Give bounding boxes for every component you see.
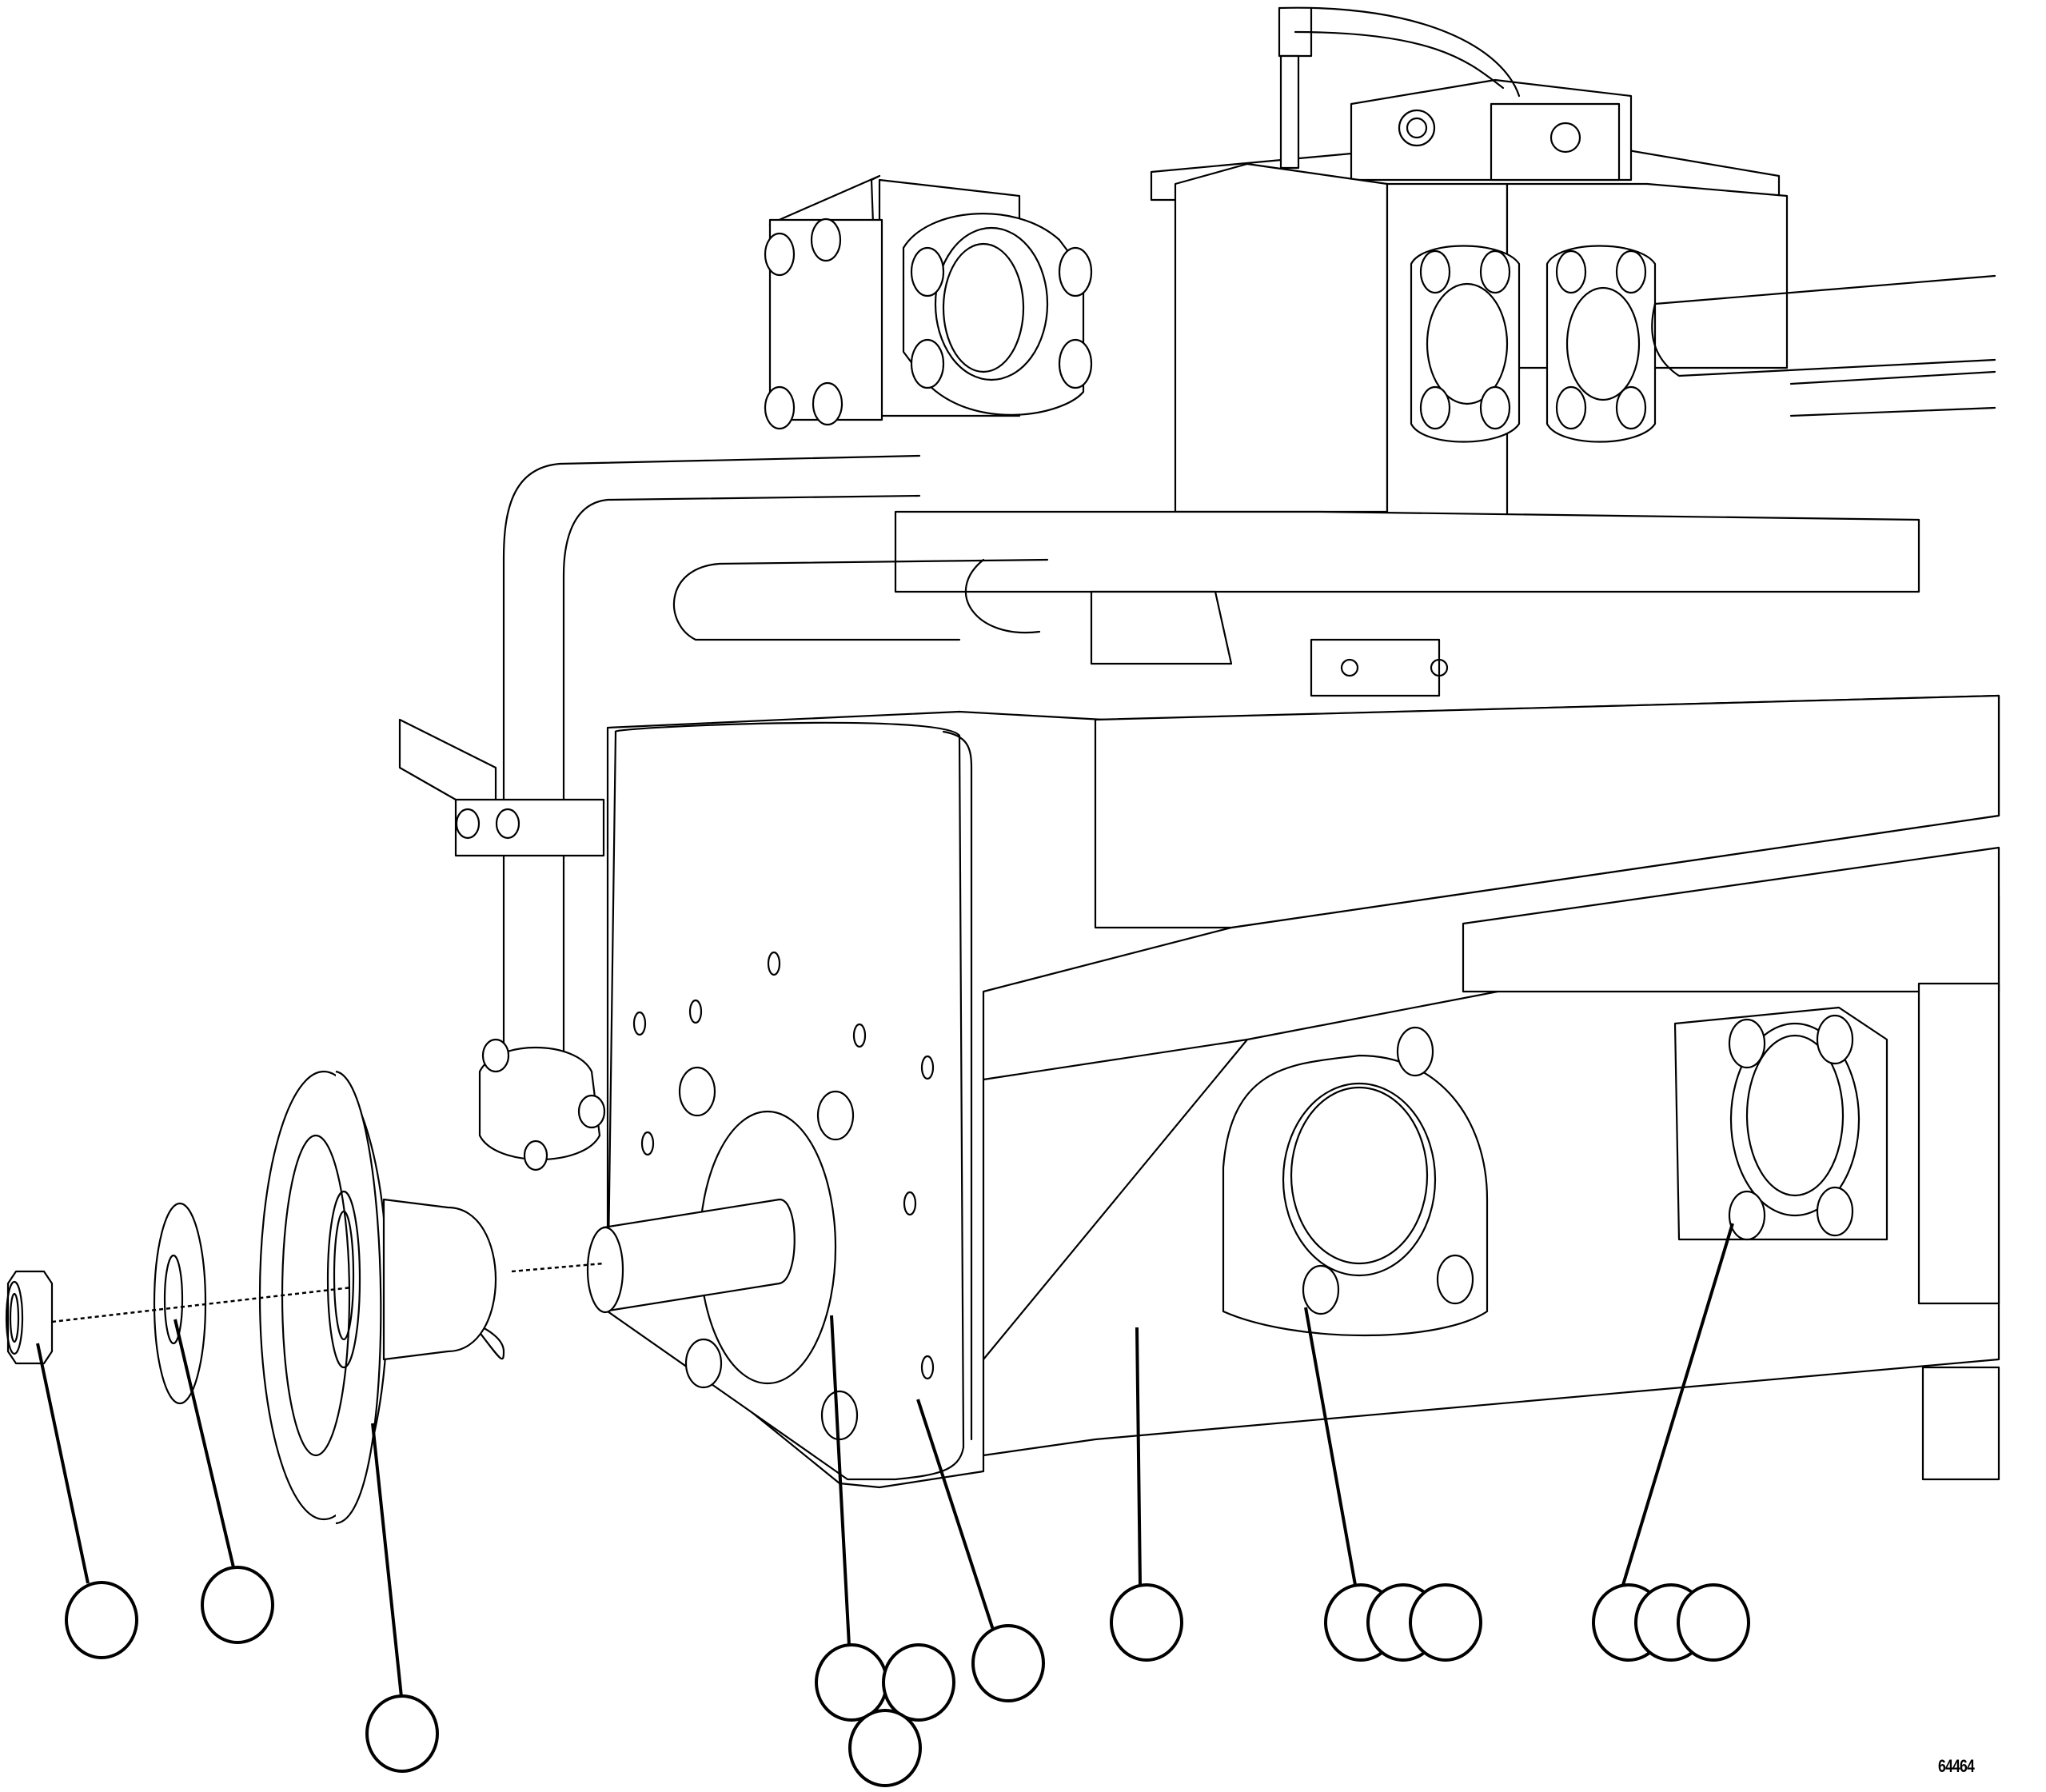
leader-line-c12 [1621,1223,1734,1586]
callout-bubbles [65,1566,1750,1787]
plate-bolts [678,1066,859,1441]
lower-port-flanges [1222,982,2000,1481]
leader-line-c3 [371,1423,403,1698]
callout-bubble-c4 [815,1643,888,1722]
plate-holes [632,951,935,1380]
leader-lines [36,1223,1734,1698]
callout-bubble-c6 [848,1709,922,1787]
flange-pair-center [1410,245,1657,443]
leader-line-c8 [1135,1327,1142,1586]
exploded-hub [258,1070,505,1525]
callout-bubble-c14 [1677,1583,1750,1662]
exploded-washer [153,1202,207,1405]
callout-bubble-c3 [365,1694,439,1773]
leader-line-c2 [173,1319,235,1568]
leader-line-c1 [36,1343,90,1584]
leader-line-c7 [916,1399,995,1630]
leader-line-c4 [830,1315,851,1646]
bolt-group-left-flange [764,218,1093,430]
exploded-nut [5,1270,54,1365]
assembly-centerline [51,1262,604,1323]
callout-bubble-c8 [1110,1583,1183,1662]
upper-manifold [764,6,1996,697]
callout-bubble-c5 [882,1643,955,1722]
callout-bubble-c11 [1409,1583,1482,1662]
callout-bubble-c7 [971,1624,1045,1702]
callout-bubble-c2 [201,1566,274,1644]
figure-number: 64464 [1938,1756,1975,1776]
leader-line-c9 [1304,1307,1357,1586]
callout-bubble-c1 [65,1581,138,1659]
hydraulic-hose-left [398,454,1049,1171]
